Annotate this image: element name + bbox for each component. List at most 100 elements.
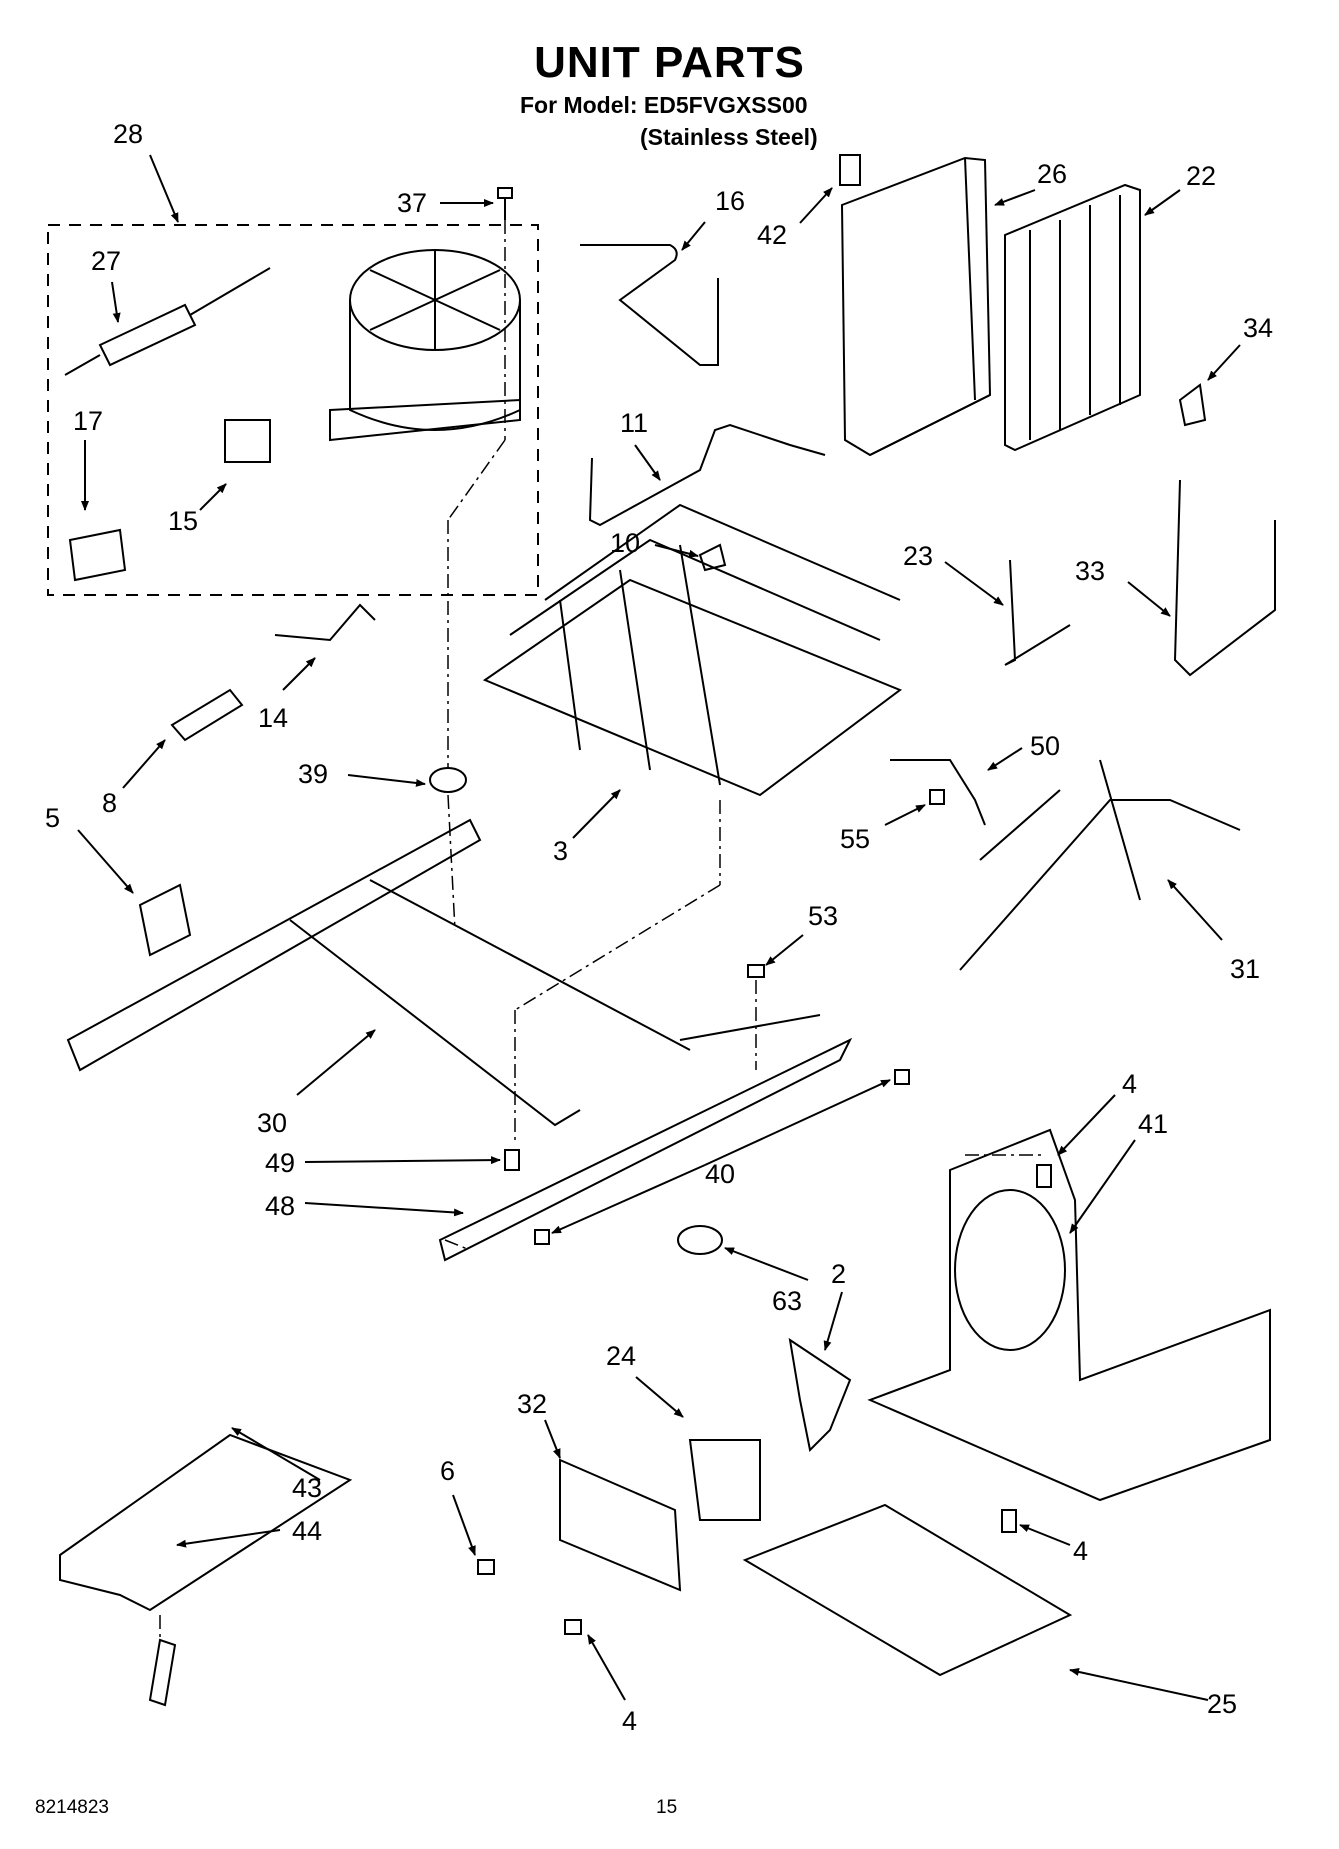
compressor-kit-box — [47, 224, 539, 596]
leader-40b — [551, 1164, 706, 1234]
leader-8 — [122, 739, 166, 789]
page-title: UNIT PARTS — [534, 38, 805, 87]
callout-14: 14 — [258, 703, 288, 733]
callout-32: 32 — [517, 1389, 547, 1419]
leader-63 — [724, 1247, 809, 1281]
callout-44: 44 — [292, 1516, 322, 1546]
callout-28: 28 — [113, 119, 143, 149]
callout-11: 11 — [620, 408, 648, 438]
leader-40a — [704, 1079, 891, 1166]
leader-50 — [987, 747, 1023, 771]
leader-30 — [296, 1029, 376, 1096]
leader-42 — [799, 187, 833, 224]
page-number: 15 — [656, 1797, 678, 1818]
callout-22: 22 — [1186, 161, 1216, 191]
leader-28 — [149, 154, 179, 223]
clip-42-part — [839, 154, 861, 186]
screw-6-part — [477, 1559, 495, 1575]
wire-14-part — [274, 603, 376, 642]
leader-25 — [1069, 1668, 1209, 1701]
leader-22 — [1144, 189, 1181, 216]
callout-41: 41 — [1138, 1109, 1168, 1139]
bracket-32-part — [559, 1458, 682, 1592]
harness-31-part — [959, 759, 1241, 971]
fan-motor-24-part — [688, 1439, 761, 1521]
leader-24 — [635, 1376, 684, 1418]
compressor-part — [329, 249, 521, 442]
tube-11-part — [588, 423, 826, 527]
leader-4c — [1019, 1524, 1071, 1546]
leader-43 — [231, 1427, 321, 1481]
callout-4b: 4 — [622, 1706, 637, 1736]
drier-27-part — [64, 267, 271, 376]
leader-4a — [1057, 1094, 1116, 1156]
callout-30: 30 — [257, 1108, 287, 1138]
leader-10 — [654, 544, 699, 558]
leader-44 — [176, 1529, 281, 1548]
tube-23-part — [1004, 559, 1071, 666]
callout-34: 34 — [1243, 313, 1273, 343]
base-41-part — [867, 1128, 1271, 1502]
screw-49-part — [504, 1149, 520, 1171]
leader-39 — [347, 774, 426, 787]
condenser-22-part — [1004, 183, 1141, 452]
leader-16 — [681, 221, 706, 251]
screw-40a-part — [894, 1069, 910, 1085]
sleeve-8-part — [170, 688, 244, 742]
screw-37-part — [497, 187, 513, 220]
rail-48-part — [438, 1037, 853, 1262]
callout-26: 26 — [1037, 159, 1067, 189]
clip-10-part — [698, 543, 727, 572]
callout-16: 16 — [715, 186, 745, 216]
tube-33-part — [1173, 479, 1276, 677]
document-number: 8214823 — [35, 1797, 109, 1818]
fan-blade-2-part — [788, 1337, 852, 1453]
callout-10: 10 — [610, 528, 640, 558]
callout-8: 8 — [102, 788, 117, 818]
leader-53 — [765, 934, 804, 966]
leader-23 — [944, 561, 1004, 606]
clip-34-part — [1178, 383, 1207, 427]
leader-27 — [111, 281, 121, 323]
leader-26 — [994, 189, 1036, 206]
finish-line: (Stainless Steel) — [640, 124, 818, 150]
callout-50: 50 — [1030, 731, 1060, 761]
shroud-26-part — [840, 156, 992, 457]
leader-34 — [1207, 344, 1241, 381]
frame-30-part — [66, 818, 821, 1127]
callout-5: 5 — [45, 803, 60, 833]
callout-49: 49 — [265, 1148, 295, 1178]
bracket-5-part — [138, 883, 192, 957]
screw-4a-part — [1036, 1164, 1052, 1188]
relay-15-part — [224, 419, 271, 463]
callout-4a: 4 — [1122, 1069, 1137, 1099]
leader-3 — [572, 789, 621, 839]
callout-15: 15 — [168, 506, 198, 536]
callout-42: 42 — [757, 220, 787, 250]
leader-33 — [1127, 581, 1171, 617]
screw-4b-part — [564, 1619, 582, 1635]
drain-pan-25-part — [742, 1503, 1073, 1677]
leader-14 — [282, 657, 316, 691]
callout-53: 53 — [808, 901, 838, 931]
callout-37: 37 — [397, 188, 427, 218]
leader-5 — [77, 829, 134, 894]
leader-32 — [544, 1419, 561, 1459]
callout-40: 40 — [705, 1159, 735, 1189]
callout-6: 6 — [440, 1456, 455, 1486]
screw-4c-part — [1001, 1509, 1017, 1533]
callout-2: 2 — [831, 1259, 846, 1289]
leader-15 — [199, 483, 227, 511]
callout-27: 27 — [91, 246, 121, 276]
callout-33: 33 — [1075, 556, 1105, 586]
callout-24: 24 — [606, 1341, 636, 1371]
callout-43: 43 — [292, 1473, 322, 1503]
callout-55: 55 — [840, 824, 870, 854]
leader-55 — [884, 804, 926, 826]
spacer-63-part — [677, 1225, 723, 1255]
callout-39: 39 — [298, 759, 328, 789]
wire-50-part — [890, 759, 986, 826]
model-line: For Model: ED5FVGXSS00 — [520, 92, 808, 118]
